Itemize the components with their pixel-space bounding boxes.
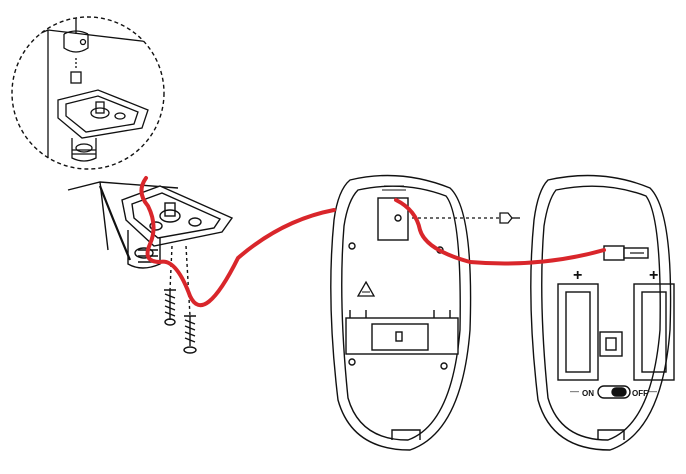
battery-connector-icon <box>603 245 649 261</box>
wall-edge <box>67 181 179 251</box>
battery-slot-left <box>557 283 599 381</box>
magnified-detail <box>11 16 165 170</box>
screw-icon <box>164 289 176 326</box>
screw-icon <box>412 212 520 224</box>
wall-bracket-assembly <box>67 181 234 354</box>
recycle-icon <box>356 280 376 297</box>
battery-housing <box>530 174 675 451</box>
detail-circle <box>11 16 165 170</box>
screw-icon <box>183 315 197 354</box>
battery-housing-outer <box>530 174 672 451</box>
plus-label-left: + <box>573 267 582 284</box>
mounting-hook <box>63 17 89 53</box>
switch-off-label: OFF <box>632 389 648 398</box>
minus-label-right: — <box>648 386 657 396</box>
power-switch <box>597 385 631 399</box>
detector-back-housing <box>330 174 472 451</box>
mounting-plate <box>345 310 459 355</box>
cable <box>139 176 336 308</box>
swivel-bracket-detail <box>57 89 149 162</box>
battery-slot-right <box>633 283 675 381</box>
cable <box>394 198 606 266</box>
switch-on-label: ON <box>582 389 594 398</box>
housing-outer-shell <box>330 174 472 451</box>
tamper-button <box>599 331 623 357</box>
minus-label-left: — <box>570 386 579 396</box>
plus-label-right: + <box>649 267 658 284</box>
square-screw <box>70 71 82 84</box>
swivel-bracket <box>121 185 234 269</box>
